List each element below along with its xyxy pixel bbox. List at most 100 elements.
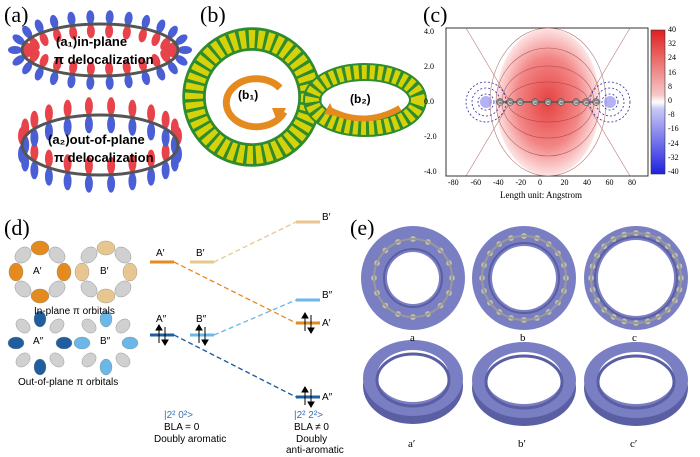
right-state: |2² 2²>	[294, 410, 323, 421]
correlation-lines	[173, 221, 297, 398]
ring2-text-line2: π delocalization	[54, 150, 154, 165]
atom-label: C	[533, 101, 537, 107]
c-xlabel: Length unit: Angstrom	[500, 190, 582, 200]
torus-c	[584, 226, 688, 330]
x-tick-label: 0	[538, 178, 542, 187]
right-level-b1: B′	[322, 212, 331, 223]
orbital-a-double-prime	[7, 310, 73, 376]
orbital-b-double-prime	[73, 310, 139, 376]
orbital-label-a1: A′	[33, 266, 42, 277]
atom-label: C	[508, 101, 512, 107]
right-level-b2: B″	[322, 290, 333, 301]
level-b1: B′	[196, 248, 205, 259]
panel-a-label: (a)	[4, 2, 29, 27]
level-a2: A″	[156, 314, 167, 325]
arrow-b1	[222, 75, 288, 131]
level-a1: A′	[156, 248, 165, 259]
x-tick-label: -20	[515, 178, 527, 187]
panel-d-label: (d)	[4, 215, 30, 240]
orbital-a-prime	[8, 240, 72, 304]
colorbar-tick-label: 0	[668, 96, 672, 105]
atom-label: C	[559, 101, 563, 107]
atom-label: C	[498, 101, 502, 107]
panel-c-label: (c)	[423, 2, 448, 27]
b1-tag: (b₁)	[238, 88, 259, 102]
colorbar-tick-label: 16	[668, 67, 676, 77]
orbital-label-b1: B′	[100, 266, 109, 277]
y-tick-label: 0.0	[424, 97, 434, 106]
atom-label: C	[518, 101, 522, 107]
torus-b-prime	[472, 342, 576, 426]
x-tick-label: -40	[493, 178, 504, 187]
x-tick-label: -80	[448, 178, 459, 187]
y-tick-label: -4.0	[424, 167, 437, 176]
electron-arrows	[155, 312, 315, 408]
atom-label: C	[546, 101, 550, 107]
carbon-atoms	[496, 98, 600, 106]
right-level-a1: A′	[322, 318, 331, 329]
structure-label: b′	[518, 438, 526, 450]
right-bla: BLA ≠ 0	[294, 422, 329, 433]
structure-label: b	[520, 332, 526, 344]
left-state: |2² 0²>	[164, 410, 193, 421]
colorbar-tick-label: -40	[668, 167, 679, 176]
colorbar-tick-label: -32	[668, 152, 679, 162]
structure-label: c	[632, 332, 637, 344]
ring1-text-line1: (a₁)in-plane	[56, 34, 128, 49]
y-tick-label: -2.0	[424, 132, 437, 141]
colorbar	[650, 29, 666, 175]
inplane-caption: In-plane π orbitals	[34, 306, 115, 317]
left-bla: BLA = 0	[164, 422, 200, 433]
field-lines	[465, 27, 631, 177]
x-tick-label: 80	[628, 178, 636, 187]
panel-e-label: (e)	[350, 215, 375, 240]
colorbar-tick-label: -8	[668, 110, 675, 120]
right-level-a2: A″	[322, 392, 333, 403]
outplane-caption: Out-of-plane π orbitals	[18, 377, 119, 388]
level-b2: B″	[196, 314, 207, 325]
negative-lobes	[465, 81, 631, 123]
torus-b	[472, 226, 576, 330]
x-tick-label: 60	[605, 178, 614, 187]
colorbar-tick-label: 24	[668, 53, 676, 63]
ring1-text-line2: π delocalization	[54, 52, 154, 67]
y-tick-label: 4.0	[424, 27, 434, 36]
arrow-b2	[328, 105, 402, 122]
b2-tag: (b₂)	[350, 92, 371, 106]
atom-label: C	[574, 101, 578, 107]
panel-b-label: (b)	[200, 2, 226, 27]
y-tick-label: 2.0	[424, 62, 434, 71]
right-desc1: Doubly	[296, 434, 328, 445]
x-tick-label: -60	[470, 178, 482, 187]
ring-inplane	[8, 10, 192, 90]
x-tick-label: 40	[583, 178, 591, 187]
structure-label: c′	[630, 438, 638, 450]
colorbar-tick-label: 8	[668, 81, 672, 91]
structure-label: a	[410, 332, 415, 344]
energy-levels	[150, 220, 320, 399]
colorbar-tick-label: 32	[668, 39, 676, 49]
torus-a	[361, 226, 465, 330]
ring-outofplane	[18, 97, 182, 193]
colorbar-tick-label: 40	[668, 25, 676, 34]
ring2-text-line1: (a₂)out-of-plane	[48, 132, 145, 147]
colorbar-tick-label: -16	[668, 124, 679, 134]
torus-c-prime	[584, 342, 688, 426]
structure-label: a′	[408, 438, 416, 450]
colorbar-tick-label: -24	[668, 138, 679, 148]
orbital-label-b2: B″	[100, 336, 111, 347]
right-desc2: anti-aromatic	[286, 445, 344, 456]
x-tick-label: 20	[560, 178, 569, 187]
atom-label: C	[584, 101, 588, 107]
left-desc: Doubly aromatic	[154, 434, 227, 445]
orbital-b-prime	[74, 240, 138, 304]
torus-b2-surface	[305, 65, 425, 135]
orbital-label-a2: A″	[33, 336, 44, 347]
atom-label: C	[594, 101, 598, 107]
torus-a-prime	[363, 340, 463, 424]
